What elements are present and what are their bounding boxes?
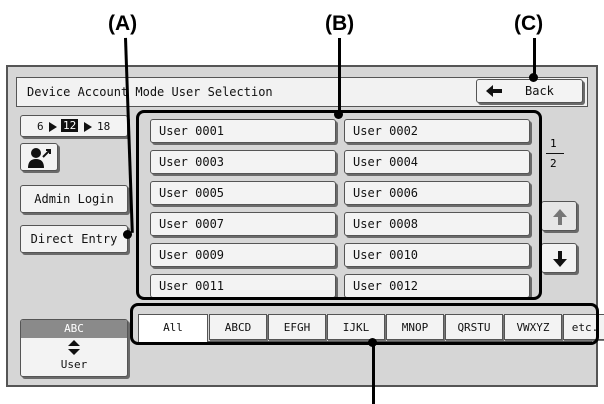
callout-a-dot [123,230,132,239]
user-button[interactable]: User 0007 [150,212,336,236]
direct-entry-label: Direct Entry [30,232,118,246]
back-button-label: Back [525,84,554,98]
tab-label: VWXYZ [516,321,550,334]
pager-current: 1 [550,137,557,150]
direct-entry-button[interactable]: Direct Entry [20,225,128,253]
user-arrow-icon [27,147,53,172]
user-button[interactable]: User 0009 [150,243,336,267]
user-button[interactable]: User 0010 [344,243,530,267]
user-button-label: User 0002 [353,124,419,138]
back-button[interactable]: Back [476,79,583,103]
tab-label: ABCD [224,321,252,334]
device-screen: Device Account Mode User Selection Back … [6,65,604,387]
callout-a: (A) [108,12,138,35]
admin-login-label: Admin Login [34,192,114,206]
page-title: Device Account Mode User Selection [27,85,273,99]
user-button-label: User 0010 [353,248,419,262]
user-button[interactable]: User 0003 [150,150,336,174]
user-button[interactable]: User 0008 [344,212,530,236]
tab-label: IJKL [342,321,370,334]
user-button[interactable]: User 0001 [150,119,336,143]
tab-efgh[interactable]: EFGH [268,314,326,340]
scroll-down-button[interactable] [541,243,577,273]
back-arrow-icon [485,83,503,102]
page-nav-current: 12 [61,119,79,132]
user-button[interactable]: User 0006 [344,181,530,205]
user-button-label: User 0006 [353,186,419,200]
callout-c-dot [529,73,538,82]
user-button-label: User 0004 [353,155,419,169]
user-button-label: User 0005 [159,186,225,200]
user-button-label: User 0012 [353,279,419,293]
user-button-label: User 0009 [159,248,225,262]
tab-ijkl[interactable]: IJKL [327,314,385,340]
tab-qrstu[interactable]: QRSTU [445,314,503,340]
triangle-right-icon [49,121,57,135]
page-nav-right: 18 [97,120,111,133]
tab-label: etc. [571,321,599,334]
user-button[interactable]: User 0004 [344,150,530,174]
tab-label: All [163,321,183,334]
triangle-right-icon [84,121,92,135]
pager-divider [546,153,564,154]
scroll-up-button[interactable] [541,201,577,231]
sort-toggle-button[interactable]: ABC User [20,319,128,377]
sort-bottom-label: User [60,358,88,371]
admin-login-button[interactable]: Admin Login [20,185,128,213]
tab-mnop[interactable]: MNOP [386,314,444,340]
tab-label: QRSTU [457,321,491,334]
callout-c-leader [533,38,536,78]
callout-b-frame [136,110,542,300]
user-button-label: User 0007 [159,217,225,231]
callout-c: (C) [514,12,544,35]
callout-b-dot [334,110,343,119]
callout-tabs-dot [368,338,377,347]
callout-b: (B) [325,12,355,35]
tab-all[interactable]: All [138,314,208,342]
up-arrow-icon [553,209,567,228]
page-nav-left: 6 [37,120,44,133]
tab-abcd[interactable]: ABCD [209,314,267,340]
user-button-label: User 0008 [353,217,419,231]
user-button-label: User 0001 [159,124,225,138]
user-switch-button[interactable] [20,143,58,171]
callout-b-leader [338,38,341,114]
callout-tabs-leader [372,342,375,404]
pager-total: 2 [550,157,557,170]
user-button-label: User 0011 [159,279,225,293]
page-jump-control[interactable]: 6 12 18 [20,115,128,137]
tab-label: MNOP [401,321,429,334]
sort-toggle-top [21,320,127,338]
user-button[interactable]: User 0011 [150,274,336,298]
down-arrow-icon [553,251,567,270]
user-button-label: User 0003 [159,155,225,169]
up-down-triangles-icon [68,340,80,359]
user-button[interactable]: User 0005 [150,181,336,205]
tab-vwxyz[interactable]: VWXYZ [504,314,562,340]
tab-baseline [138,341,592,342]
tab-label: EFGH [283,321,311,334]
sort-top-label: ABC [64,322,84,335]
user-button[interactable]: User 0002 [344,119,530,143]
callout-tabs-frame [130,303,599,345]
